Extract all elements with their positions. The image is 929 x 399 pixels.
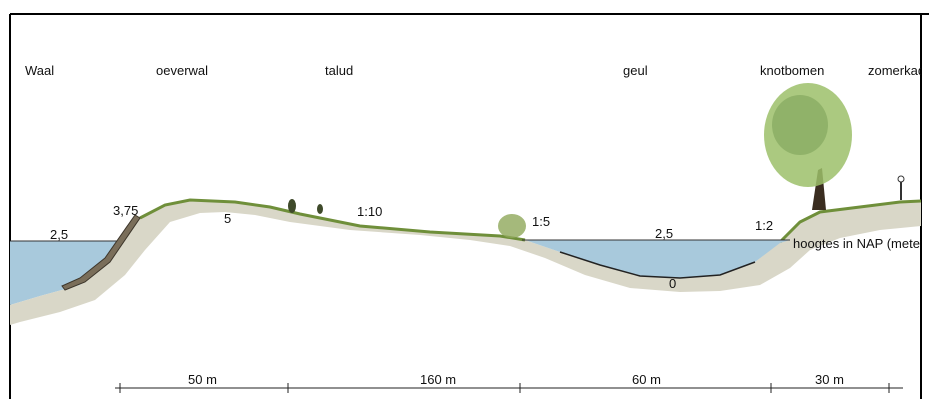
zone-label-zomerkade: zomerkade bbox=[868, 63, 921, 78]
height-label-channel-water: 2,5 bbox=[655, 226, 674, 241]
height-label-river: 2,5 bbox=[50, 227, 69, 242]
zone-label-talud: talud bbox=[325, 63, 354, 78]
height-label-levee-top: 5 bbox=[224, 211, 232, 226]
person-head bbox=[897, 175, 905, 183]
soil-profile bbox=[10, 200, 921, 325]
channel-water bbox=[525, 240, 790, 278]
shrub-1 bbox=[288, 199, 296, 213]
zone-label-knotbomen: knotbomen bbox=[760, 63, 825, 78]
slope-label-1-2: 1:2 bbox=[755, 218, 774, 233]
height-label-channel-bottom: 0 bbox=[669, 276, 677, 291]
zone-label-geul: geul bbox=[623, 63, 648, 78]
reed-clump bbox=[498, 214, 526, 238]
slope-label-1-10: 1:10 bbox=[357, 204, 383, 219]
ground-surface-right bbox=[778, 199, 922, 244]
dimension-label-160m: 160 m bbox=[420, 372, 457, 387]
tree-crown-shade bbox=[772, 95, 828, 155]
shrub-2 bbox=[317, 204, 323, 214]
zone-label-oeverwal: oeverwal bbox=[156, 63, 209, 78]
dimension-label-50m: 50 m bbox=[188, 372, 217, 387]
height-label-levee-edge: 3,75 bbox=[113, 203, 139, 218]
dimension-label-60m: 60 m bbox=[632, 372, 661, 387]
slope-label-1-5: 1:5 bbox=[532, 214, 551, 229]
dimension-label-30m: 30 m bbox=[815, 372, 844, 387]
river-water bbox=[10, 241, 130, 305]
stone-revetment bbox=[61, 214, 141, 291]
channel-bed bbox=[559, 251, 756, 279]
ground-surface bbox=[139, 198, 526, 242]
nap-note: hoogtes in NAP (meter) bbox=[793, 236, 921, 251]
zone-label-waal: Waal bbox=[25, 63, 55, 78]
